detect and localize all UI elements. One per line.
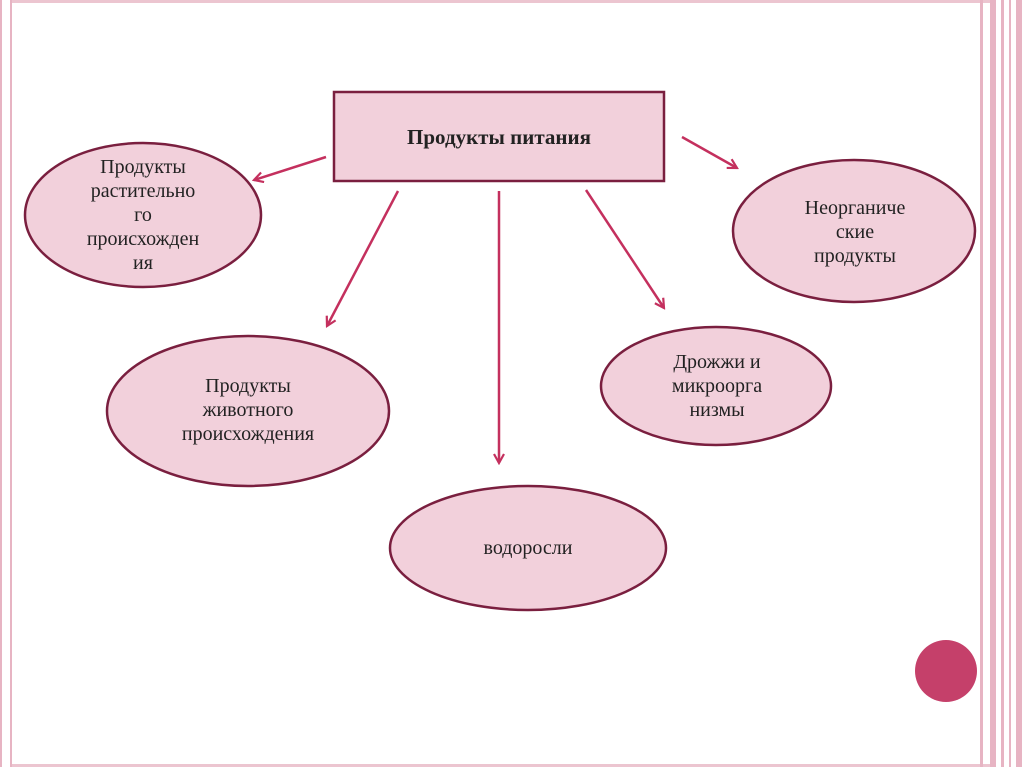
inorganic-line-3: продукты (814, 245, 896, 267)
yeast-line-3: низмы (689, 399, 745, 421)
algae-node-label: водоросли (483, 537, 573, 559)
decorative-circle (915, 640, 977, 702)
center-title: Продукты питания (407, 124, 591, 149)
algae-node-shape (388, 484, 668, 612)
left-border-frame (0, 0, 12, 767)
plant-line-3: го (134, 204, 152, 226)
animal-line-1: Продукты (205, 375, 291, 397)
arrow-to-animal (327, 190, 400, 326)
bottom-border-line (0, 764, 990, 767)
plant-line-1: Продукты (100, 156, 186, 178)
center-box (332, 90, 666, 183)
animal-line-3: происхождения (181, 423, 315, 445)
inorganic-line-1: Неорганиче (804, 197, 906, 219)
arrow-to-inorganic (681, 135, 737, 168)
top-border-line (0, 0, 990, 3)
yeast-line-1: Дрожжи и (673, 351, 761, 373)
arrow-to-yeast (584, 189, 664, 308)
inorganic-node-shape (731, 158, 977, 304)
yeast-node-label: Дрожжи и микроорга низмы (612, 338, 822, 434)
plant-node-label: Продукты растительно го происхожден ия (40, 143, 246, 287)
inorganic-line-2: ские (835, 221, 875, 243)
inorganic-node-label: Неорганиче ские продукты (746, 184, 964, 280)
animal-node-label: Продукты животного происхождения (120, 360, 376, 460)
animal-line-2: животного (202, 399, 294, 421)
arrow-to-plant (254, 155, 327, 180)
yeast-line-2: микроорга (671, 375, 763, 397)
animal-node-shape (105, 334, 391, 488)
yeast-node-shape (599, 325, 833, 447)
plant-node-shape (23, 141, 263, 289)
plant-line-2: растительно (90, 180, 196, 202)
plant-line-5: ия (133, 252, 153, 274)
right-border-stripes (980, 0, 1024, 767)
plant-line-4: происхожден (86, 228, 200, 250)
